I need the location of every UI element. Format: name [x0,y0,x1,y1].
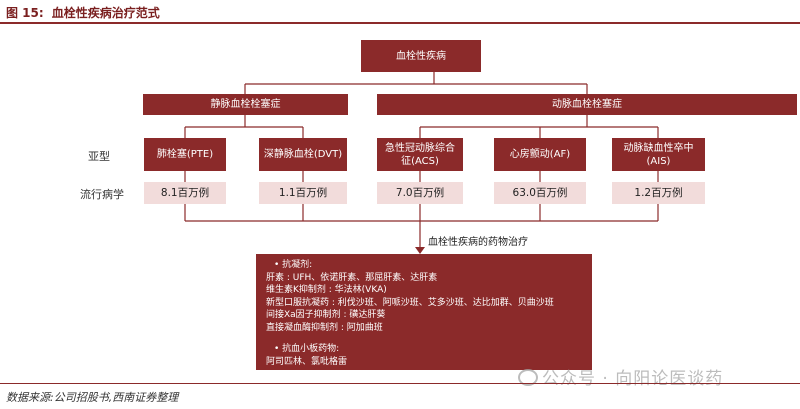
drug-line-heparin: 肝素 : UFH、依诺肝素、那屈肝素、达肝素 [266,272,438,283]
anticoagulant-heading: • 抗凝剂: [274,260,313,270]
prevalence-value-ais: 1.2百万例 [634,186,683,199]
subtype-label-acs-line1: 急性冠动脉综合 [385,142,455,154]
prevalence-row-label: 流行病学 [80,188,124,201]
drug-line-noac: 新型口服抗凝药 : 利伐沙班、阿哌沙班、艾多沙班、达比加群、贝曲沙班 [266,297,554,308]
prevalence-node-pte: 8.1百万例 [144,182,226,204]
watermark-text: 公众号 · 向阳论医谈药 [542,369,724,389]
figure-number: 图 15: [6,6,44,20]
antiplatelet-heading: • 抗血小板药物: [274,344,340,354]
drug-line-thrombin-inhibitor: 直接凝血酶抑制剂 : 阿加曲班 [266,322,383,333]
subtype-label-pte: 肺栓塞(PTE) [156,149,214,160]
subtype-node-ais: 动脉缺血性卒中 (AIS) [612,138,705,171]
arterial-category-node: 动脉血栓栓塞症 [377,94,797,115]
treatment-label: 血栓性疾病的药物治疗 [428,237,528,248]
root-node: 血栓性疾病 [361,40,481,72]
bottom-rule [0,383,800,384]
prevalence-value-pte: 8.1百万例 [160,186,210,199]
prevalence-node-acs: 7.0百万例 [377,182,463,204]
prevalence-node-ais: 1.2百万例 [612,182,705,204]
drug-line-antiplatelet: 阿司匹林、氯吡格雷 [266,356,348,367]
drug-list-spacer [266,334,582,343]
prevalence-value-acs: 7.0百万例 [395,186,445,199]
source-note: 数据来源:公司招股书,西南证券整理 [6,391,179,404]
prevalence-value-af: 63.0百万例 [512,186,568,199]
prevalence-node-af: 63.0百万例 [494,182,586,204]
wechat-icon [518,369,538,386]
subtype-node-pte: 肺栓塞(PTE) [144,138,226,171]
watermark: 公众号 · 向阳论医谈药 [518,364,723,389]
root-label: 血栓性疾病 [396,50,446,62]
top-rule [0,22,800,24]
subtype-label-acs-line2: 征(ACS) [401,155,439,167]
subtype-node-af: 心房颤动(AF) [494,138,586,171]
figure-title: 图 15: 血栓性疾病治疗范式 [6,4,160,21]
prevalence-value-dvt: 1.1百万例 [278,186,328,199]
subtype-label-ais-line2: (AIS) [646,155,671,167]
arterial-category-label: 动脉血栓栓塞症 [552,99,622,110]
venous-category-node: 静脉血栓栓塞症 [143,94,348,115]
treatment-arrow-head [415,247,425,254]
venous-category-label: 静脉血栓栓塞症 [210,99,281,110]
prevalence-node-dvt: 1.1百万例 [259,182,347,204]
subtype-node-dvt: 深静脉血栓(DVT) [259,138,347,171]
drug-line-xa-inhibitor: 间接Xa因子抑制剂 : 磺达肝葵 [266,310,386,320]
subtype-label-dvt: 深静脉血栓(DVT) [263,149,343,160]
figure-title-text: 血栓性疾病治疗范式 [51,6,160,20]
subtype-node-acs: 急性冠动脉综合 征(ACS) [377,138,463,171]
subtype-label-af: 心房颤动(AF) [509,149,571,160]
drug-line-vka: 维生素K抑制剂 : 华法林(VKA) [266,285,387,295]
drug-treatment-box: • 抗凝剂: 肝素 : UFH、依诺肝素、那屈肝素、达肝素 维生素K抑制剂 : … [256,254,592,370]
subtype-label-ais-line1: 动脉缺血性卒中 [623,142,694,154]
subtype-row-label: 亚型 [88,150,110,163]
